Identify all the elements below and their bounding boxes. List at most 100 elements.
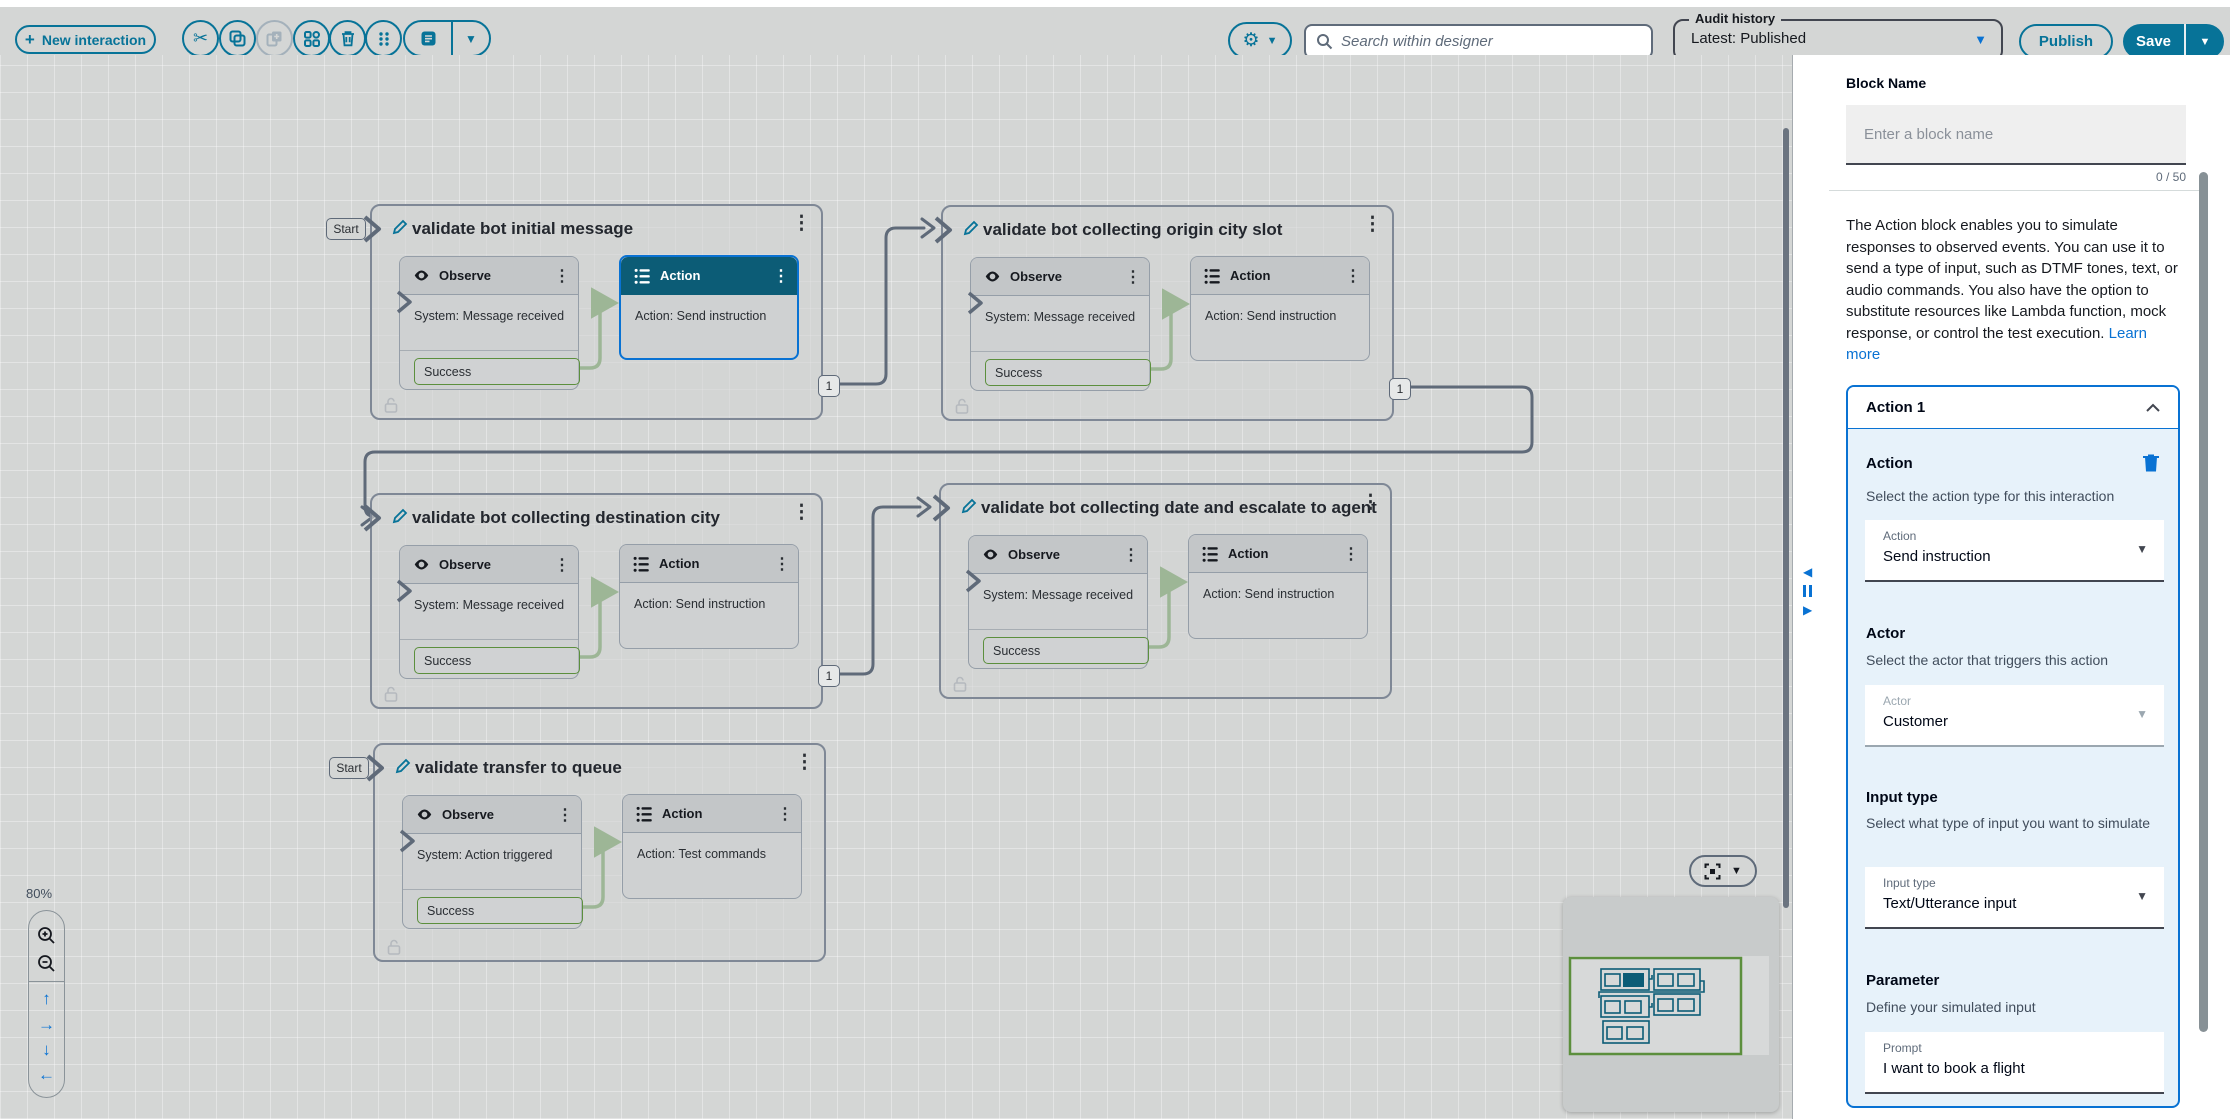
output-badge[interactable]: 1 — [818, 375, 840, 397]
actor-help: Select the actor that triggers this acti… — [1866, 652, 2109, 668]
expand-right-button[interactable]: ▶ — [1803, 603, 1813, 617]
entry-chevron-icon — [968, 291, 983, 315]
flow-canvas[interactable]: Start validate bot initial message ⋮ Obs… — [0, 55, 1792, 1119]
move-button[interactable] — [365, 20, 402, 57]
flow-block-validate-origin-city-slot[interactable]: validate bot collecting origin city slot… — [934, 205, 1411, 421]
pan-left-button[interactable]: ← — [38, 1064, 55, 1084]
success-port[interactable]: Success — [414, 358, 580, 385]
flow-block-validate-bot-initial-message[interactable]: Start validate bot initial message ⋮ Obs… — [326, 204, 840, 420]
learn-more-link[interactable]: Learn more — [1846, 324, 2148, 364]
observe-card[interactable]: Observe ⋮ System: Action triggered Succe… — [400, 795, 583, 929]
zoom-in-button[interactable] — [37, 925, 57, 945]
copy-button[interactable] — [219, 20, 256, 57]
notes-button[interactable] — [405, 22, 451, 55]
flow-block-validate-destination-city[interactable]: validate bot collecting destination city… — [363, 493, 840, 709]
block-name-input[interactable] — [1846, 105, 2186, 165]
card-menu-button[interactable]: ⋮ — [554, 556, 570, 574]
delete-action-icon[interactable] — [2142, 453, 2160, 473]
resize-handle[interactable] — [1803, 585, 1813, 597]
flow-block-validate-transfer-to-queue[interactable]: Start validate transfer to queue ⋮ Obser… — [329, 743, 826, 962]
select-value: Customer — [1883, 713, 1949, 730]
success-port[interactable]: Success — [414, 647, 580, 674]
cut-button[interactable]: ✂ — [182, 20, 219, 57]
card-menu-button[interactable]: ⋮ — [554, 267, 570, 285]
eye-icon — [414, 270, 429, 281]
edit-pencil-icon[interactable] — [392, 219, 408, 235]
card-menu-button[interactable]: ⋮ — [1345, 267, 1361, 285]
settings-split-button[interactable]: ⚙ ▼ — [1228, 22, 1292, 59]
block-menu-button[interactable]: ⋮ — [1361, 492, 1380, 513]
action-card[interactable]: Action ⋮ Action: Send instruction — [619, 544, 799, 649]
block-menu-button[interactable]: ⋮ — [792, 213, 811, 234]
observe-event: System: Message received — [985, 310, 1136, 324]
pan-right-button[interactable]: → — [38, 1014, 55, 1034]
publish-button[interactable]: Publish — [2019, 24, 2113, 59]
success-port[interactable]: Success — [985, 359, 1151, 386]
action-card[interactable]: Action ⋮ Action: Send instruction — [1188, 534, 1368, 639]
save-label: Save — [2135, 33, 2172, 50]
canvas-nav-controls: ↑ → ↓ ← — [28, 910, 65, 1098]
panel-scrollbar[interactable] — [2199, 172, 2208, 1032]
prompt-input[interactable]: Prompt I want to book a flight — [1865, 1032, 2164, 1094]
select-label: Input type — [1883, 876, 1936, 890]
observe-card[interactable]: Observe ⋮ System: Message received Succe… — [397, 256, 580, 390]
eye-icon — [983, 549, 998, 560]
delete-button[interactable] — [329, 20, 366, 57]
success-port[interactable]: Success — [983, 637, 1149, 664]
drag-dots-icon — [378, 31, 389, 46]
card-menu-button[interactable]: ⋮ — [557, 806, 573, 824]
output-badge[interactable]: 1 — [1389, 378, 1411, 400]
observe-card[interactable]: Observe ⋮ System: Message received Succe… — [966, 535, 1149, 669]
card-menu-button[interactable]: ⋮ — [774, 555, 790, 573]
entry-chevron-icon — [366, 754, 384, 782]
port-label: Success — [427, 903, 475, 918]
save-button[interactable]: Save — [2123, 24, 2184, 59]
entry-chevron-icon — [400, 829, 415, 853]
block-menu-button[interactable]: ⋮ — [1363, 214, 1382, 235]
search-icon — [1317, 34, 1333, 50]
edit-pencil-icon[interactable] — [392, 508, 408, 524]
action-card[interactable]: Action ⋮ Action: Test commands — [622, 794, 802, 899]
card-menu-button[interactable]: ⋮ — [773, 267, 789, 285]
card-menu-button[interactable]: ⋮ — [1125, 268, 1141, 286]
action-card-selected[interactable]: Action ⋮ Action: Send instruction — [619, 255, 799, 360]
divider — [29, 981, 64, 983]
canvas-scrollbar[interactable] — [1783, 128, 1789, 908]
fit-view-button[interactable]: ▼ — [1689, 855, 1757, 887]
actor-select[interactable]: Actor Customer ▼ — [1865, 685, 2164, 747]
input-type-select[interactable]: Input type Text/Utterance input ▼ — [1865, 867, 2164, 929]
char-counter: 0 / 50 — [2155, 170, 2186, 184]
card-menu-button[interactable]: ⋮ — [1343, 545, 1359, 563]
zoom-out-button[interactable] — [37, 953, 57, 973]
observe-card[interactable]: Observe ⋮ System: Message received Succe… — [397, 545, 580, 679]
output-badge[interactable]: 1 — [818, 665, 840, 687]
observe-event: System: Action triggered — [417, 848, 553, 862]
action-card[interactable]: Action ⋮ Action: Send instruction — [1190, 256, 1370, 361]
edit-pencil-icon[interactable] — [395, 758, 411, 774]
lock-icon — [384, 686, 398, 702]
eye-icon — [985, 271, 1000, 282]
action-type-select[interactable]: Action Send instruction ▼ — [1865, 520, 2164, 582]
select-label: Actor — [1883, 694, 1912, 708]
observe-card[interactable]: Observe ⋮ System: Message received Succe… — [968, 257, 1151, 391]
arrange-blocks-button[interactable] — [293, 20, 330, 57]
edit-pencil-icon[interactable] — [961, 498, 977, 514]
edit-pencil-icon[interactable] — [963, 220, 979, 236]
minimap[interactable] — [1563, 897, 1779, 1112]
block-menu-button[interactable]: ⋮ — [792, 502, 811, 523]
pan-up-button[interactable]: ↑ — [42, 989, 51, 1009]
notes-dropdown-button[interactable]: ▼ — [453, 22, 489, 55]
success-port[interactable]: Success — [417, 897, 583, 924]
save-dropdown-button[interactable]: ▼ — [2186, 24, 2224, 59]
collapse-left-button[interactable]: ◀ — [1803, 565, 1813, 579]
card-menu-button[interactable]: ⋮ — [777, 805, 793, 823]
search-input[interactable] — [1341, 33, 1641, 50]
new-interaction-button[interactable]: + New interaction — [15, 25, 156, 54]
flow-block-validate-date-escalate[interactable]: validate bot collecting date and escalat… — [932, 483, 1392, 699]
pan-down-button[interactable]: ↓ — [42, 1039, 51, 1059]
entry-chevron-icon — [363, 215, 381, 243]
paste-button[interactable] — [256, 20, 293, 57]
card-menu-button[interactable]: ⋮ — [1123, 546, 1139, 564]
block-menu-button[interactable]: ⋮ — [795, 752, 814, 773]
action-1-header[interactable]: Action 1 — [1848, 387, 2178, 429]
